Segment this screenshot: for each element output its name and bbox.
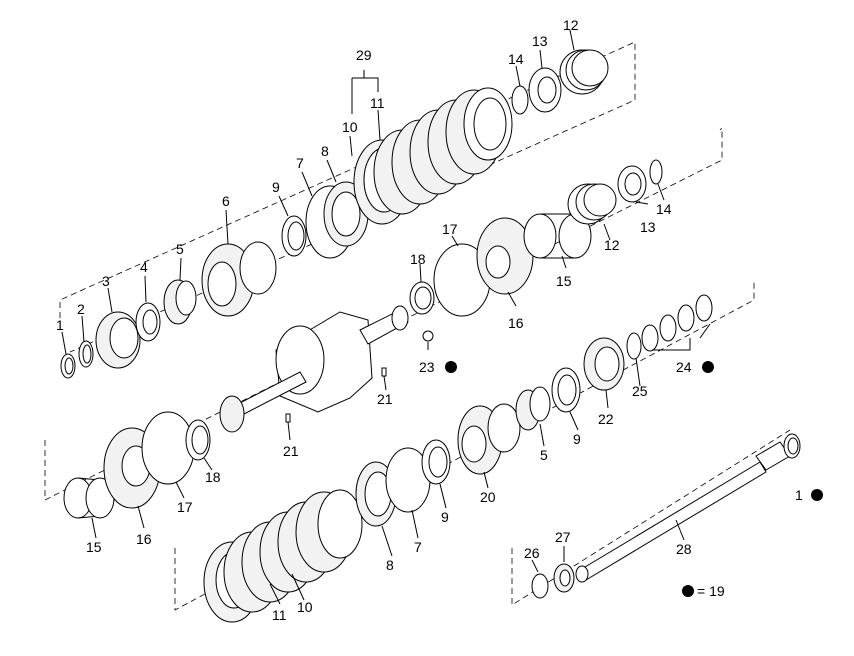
label-4: 4: [140, 259, 148, 275]
label-28: 28: [676, 541, 692, 557]
clutch-pack-upper: [353, 87, 513, 225]
label-22: 22: [598, 411, 614, 427]
label-8: 8: [321, 143, 329, 159]
label-9-low: 9: [441, 509, 449, 525]
label-11-low: 11: [272, 607, 287, 623]
label-14-mid: 14: [656, 201, 672, 217]
seal-rings-24: [641, 294, 713, 352]
ring-9-upper: [281, 215, 307, 257]
label-9-right: 9: [573, 431, 581, 447]
spring-12-mid: [567, 183, 617, 225]
ring-9-right: [551, 367, 581, 413]
bearing-3: [95, 311, 141, 369]
label-23: 23: [419, 359, 435, 375]
marker-dot-24: [702, 361, 714, 373]
legend-text: = 19: [697, 583, 725, 599]
label-5: 5: [176, 241, 184, 257]
sleeve-15-mid: [523, 213, 592, 259]
label-2: 2: [77, 301, 85, 317]
sleeve-15-low: [63, 477, 115, 519]
bearing-27: [553, 563, 575, 593]
label-27: 27: [555, 529, 571, 545]
label-15: 15: [556, 273, 572, 289]
snap-ring-26: [531, 573, 549, 599]
label-14: 14: [508, 51, 524, 67]
label-7: 7: [296, 155, 304, 171]
label-20: 20: [480, 489, 496, 505]
label-3: 3: [102, 273, 110, 289]
pin-21-b: [285, 413, 291, 423]
label-21-b: 21: [283, 443, 299, 459]
label-8-low: 8: [386, 557, 394, 573]
drum-16-mid: [476, 217, 534, 295]
pin-21-a: [381, 367, 387, 377]
snap-ring-14-mid: [649, 159, 663, 185]
label-10: 10: [342, 119, 358, 135]
seal-17-low: [141, 411, 195, 485]
label-1: 1: [56, 317, 64, 333]
label-13-mid: 13: [640, 219, 656, 235]
frame-shaft: [511, 429, 791, 606]
snap-ring-1: [60, 353, 76, 379]
marker-dots: [445, 361, 823, 501]
label-16: 16: [508, 315, 524, 331]
label-12: 12: [563, 17, 579, 33]
label-1-shaft: 1: [795, 487, 803, 503]
snap-ring-25: [626, 332, 642, 360]
label-21-a: 21: [377, 391, 393, 407]
snap-ring-2: [78, 340, 94, 368]
label-18: 18: [410, 251, 426, 267]
ring-18-mid: [409, 281, 435, 315]
washer-4: [135, 302, 161, 342]
label-16-low: 16: [136, 531, 152, 547]
label-9: 9: [272, 179, 280, 195]
nut-23: [422, 330, 434, 342]
marker-dot-23: [445, 361, 457, 373]
label-5-low: 5: [540, 447, 548, 463]
snap-ring-14-upper: [511, 85, 529, 115]
label-7-low: 7: [414, 539, 422, 555]
part-labels: 1 2 3 4 5 6 9 7 8 10 11 29 14 13 12 18 1…: [56, 17, 803, 623]
ring-9-low: [421, 439, 451, 485]
legend: = 19: [682, 583, 725, 599]
clutch-pack-lower: [203, 489, 363, 623]
frame-middle: [44, 127, 723, 501]
label-24: 24: [676, 359, 692, 375]
label-26: 26: [524, 545, 540, 561]
needle-bearing-5-low: [515, 386, 551, 431]
washer-13-mid: [617, 165, 647, 203]
spring-12-upper: [559, 49, 609, 95]
shaft-28: [575, 441, 791, 583]
label-17-low: 17: [177, 499, 193, 515]
carrier-housing: [275, 305, 409, 413]
label-29: 29: [356, 47, 372, 63]
label-12-mid: 12: [604, 237, 620, 253]
bearing-22: [583, 337, 625, 391]
label-18-low: 18: [205, 469, 221, 485]
leader-lines: [61, 29, 711, 605]
legend-dot: [682, 585, 694, 597]
main-shaft: [219, 371, 307, 433]
ring-1-shaft: [783, 433, 801, 459]
label-6: 6: [222, 193, 230, 209]
gear-20: [457, 403, 521, 475]
ring-18-low: [185, 419, 211, 461]
label-10-low: 10: [297, 599, 313, 615]
label-15-low: 15: [86, 539, 102, 555]
washer-13-upper: [528, 67, 562, 113]
needle-bearing-5: [163, 279, 197, 325]
label-13: 13: [532, 33, 548, 49]
gear-6: [201, 241, 277, 317]
marker-dot-1: [811, 489, 823, 501]
label-25: 25: [632, 383, 648, 399]
label-17: 17: [442, 221, 458, 237]
label-11: 11: [370, 95, 385, 111]
